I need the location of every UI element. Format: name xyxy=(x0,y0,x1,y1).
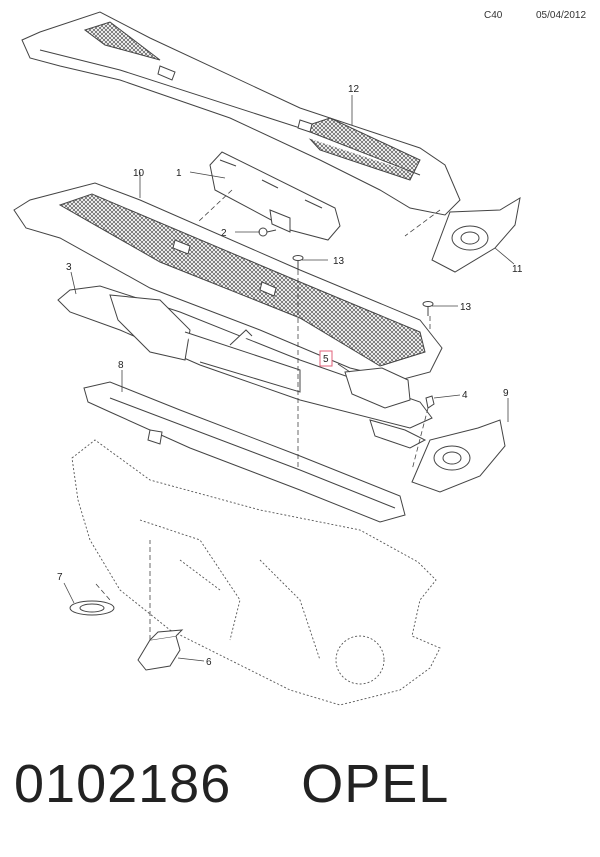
callout-2: 2 xyxy=(221,228,227,239)
callout-13-lower: 13 xyxy=(460,302,472,313)
callout-6: 6 xyxy=(206,657,212,668)
exploded-parts-diagram: 12 1 10 2 13 11 3 13 5 4 9 8 7 6 xyxy=(13,11,523,706)
fastener-13-top xyxy=(292,255,304,270)
callout-labels: 12 1 10 2 13 11 3 13 5 4 9 8 7 6 xyxy=(57,84,523,668)
brand-name: OPEL xyxy=(301,754,450,814)
callout-10: 10 xyxy=(133,168,145,179)
callout-7: 7 xyxy=(57,572,63,583)
assembly-guide-lines xyxy=(95,189,441,640)
leader-lines xyxy=(63,95,515,662)
diagram-date: 05/04/2012 xyxy=(536,10,587,21)
callout-4: 4 xyxy=(462,390,468,401)
bulkhead-insulator xyxy=(71,439,441,706)
callout-8: 8 xyxy=(118,360,124,371)
callout-3: 3 xyxy=(66,262,72,273)
part-12-upper-cowl xyxy=(21,11,461,216)
diagram-code: C40 xyxy=(484,10,503,21)
part-5-deflector xyxy=(344,367,411,409)
part-9-end-cap-lower xyxy=(411,419,506,493)
callout-12: 12 xyxy=(348,84,360,95)
part-8-support-panel xyxy=(83,381,427,523)
part-11-end-cap-right xyxy=(431,197,521,273)
callout-1: 1 xyxy=(176,168,182,179)
callout-13-upper: 13 xyxy=(333,256,345,267)
part-1-cowl-bracket xyxy=(209,151,341,241)
fastener-13-right xyxy=(422,301,434,316)
part-7-grommet xyxy=(69,600,115,616)
callout-5: 5 xyxy=(323,354,329,365)
fastener-4 xyxy=(425,395,435,409)
part-2-screw xyxy=(258,227,277,237)
part-10-lower-cowl xyxy=(13,182,443,381)
part-number: 0102186 xyxy=(14,754,232,814)
callout-5-box xyxy=(319,350,333,367)
part-3-water-tray xyxy=(57,285,433,429)
callout-9: 9 xyxy=(503,388,509,399)
part-6-clip-block xyxy=(137,629,184,671)
callout-11: 11 xyxy=(512,264,523,275)
footer-caption: 0102186 OPEL xyxy=(14,754,449,814)
